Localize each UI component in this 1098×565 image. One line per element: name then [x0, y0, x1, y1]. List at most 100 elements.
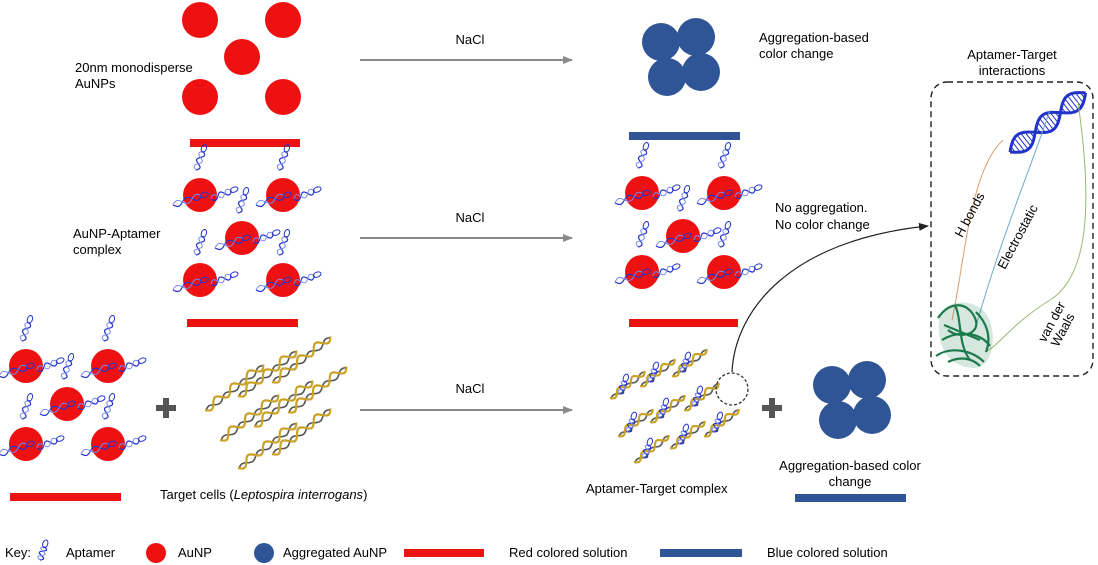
- aptamer-icon: [641, 437, 654, 459]
- target-cell: [609, 370, 646, 400]
- red-solution-bar: [629, 319, 738, 327]
- aptamer-icon: [655, 232, 692, 249]
- aptamer-icon: [676, 185, 691, 212]
- row1-label-line1: 20nm monodisperse: [75, 60, 193, 75]
- aptamer-icon: [276, 229, 291, 256]
- target-cell: [219, 394, 280, 442]
- aptamer-icon: [235, 187, 250, 214]
- aptamer-icon: [635, 221, 650, 248]
- aptamer-icon: [19, 393, 34, 420]
- red-solution-bar: [190, 139, 300, 147]
- key-aggregated-label: Aggregated AuNP: [283, 545, 388, 560]
- aunp: [265, 79, 301, 115]
- aptamer-icon: [37, 539, 49, 561]
- aptamer-icon: [679, 351, 692, 373]
- aptamer-icon: [0, 362, 35, 379]
- aptamer-icon: [214, 234, 251, 251]
- aunp-aptamer-complex: [0, 315, 65, 383]
- target-cell: [287, 366, 348, 414]
- aptamer-icon: [276, 144, 291, 171]
- row1-aunp-cluster: [182, 2, 301, 115]
- target-cells-group: [204, 336, 348, 470]
- target-cell: [253, 380, 314, 428]
- vdw-link: [984, 101, 1087, 353]
- aptamer-icon: [193, 229, 208, 256]
- aptamer-icon: [691, 385, 704, 407]
- aunp-aptamer-complex: [172, 229, 239, 297]
- aggregated-aunp: [677, 18, 715, 56]
- row1-result-line2: color change: [759, 46, 834, 61]
- aptamer-icon: [293, 186, 322, 202]
- key-aunp-icon: [146, 543, 166, 563]
- aptamer-icon: [696, 268, 733, 285]
- aptamer-icon: [210, 186, 239, 202]
- aptamer-icon: [625, 411, 638, 433]
- aptamer-icon: [0, 440, 35, 457]
- target-cell: [633, 434, 670, 464]
- aptamer-icon: [101, 393, 116, 420]
- aunp: [265, 2, 301, 38]
- aptamer-icon: [118, 435, 147, 451]
- red-solution-bar: [187, 319, 298, 327]
- aggregated-aunp: [682, 53, 720, 91]
- aunp-aptamer-complex: [39, 353, 106, 421]
- target-cell: [271, 408, 332, 456]
- row2-result-line1: No aggregation.: [775, 200, 868, 215]
- aunp-aptamer-complex: [696, 221, 763, 289]
- aptamer-icon: [717, 142, 732, 169]
- key-aunp-label: AuNP: [178, 545, 212, 560]
- aptamer-icon: [101, 315, 116, 342]
- target-cells-label: Target cells (Leptospira interrogans): [160, 487, 367, 503]
- aptamer-icon: [193, 144, 208, 171]
- target-species: Leptospira interrogans: [233, 487, 364, 502]
- blue-solution-bar: [795, 494, 906, 502]
- aunp-aptamer-complex: [255, 229, 322, 297]
- row1-result-line1: Aggregation-based: [759, 30, 869, 45]
- target-suffix: ): [363, 487, 368, 502]
- aunp-aptamer-complex: [80, 315, 147, 383]
- aptamer-icon: [255, 191, 292, 208]
- target-cell: [237, 422, 298, 470]
- blue-solution-bar: [629, 132, 740, 140]
- row2-aunp-aptamer-cluster: [172, 144, 322, 297]
- aggregated-aunp: [813, 366, 851, 404]
- row1-label-line2: AuNPs: [75, 76, 116, 91]
- aptamer-icon: [693, 227, 722, 243]
- target-cell: [669, 420, 706, 450]
- aptamer-icon: [657, 397, 670, 419]
- aptamer-icon: [252, 229, 281, 245]
- aptamer-icon: [36, 357, 65, 373]
- aunp-aptamer-complex: [255, 144, 322, 212]
- inset-title-line2: interactions: [978, 63, 1046, 78]
- key-heading: Key:: [5, 545, 32, 560]
- interaction-inset-box: [930, 81, 1094, 377]
- zoom-circle: [715, 372, 749, 406]
- aptamer-icon: [696, 189, 733, 206]
- aptamer-icon: [614, 189, 651, 206]
- aggregated-aunp: [642, 23, 680, 61]
- plus-icon: [156, 398, 176, 418]
- aunp: [224, 39, 260, 75]
- zoom-arrow: [731, 222, 929, 373]
- target-cell: [683, 382, 720, 412]
- target-cell: [204, 364, 265, 412]
- aptamer-icon: [172, 191, 209, 208]
- aunp-aptamer-complex: [655, 185, 722, 253]
- aptamer-icon: [293, 271, 322, 287]
- aggregated-aunp: [848, 361, 886, 399]
- aunp-aptamer-complex: [696, 142, 763, 210]
- aptamer-icon: [677, 423, 690, 445]
- aptamer-icon: [39, 400, 76, 417]
- aggregated-aunp: [853, 396, 891, 434]
- aptamer-icon: [118, 357, 147, 373]
- aptamer-target-complex-group: [609, 348, 740, 464]
- aptamer-icon: [210, 271, 239, 287]
- aggregated-aunp-cluster: [813, 361, 891, 439]
- key-aptamer-label: Aptamer: [66, 545, 116, 560]
- row2-label-line2: complex: [73, 242, 122, 257]
- key-red-solution-bar: [404, 549, 484, 557]
- aunp-aptamer-complex: [80, 393, 147, 461]
- row1-reagent-label: NaCl: [455, 32, 485, 47]
